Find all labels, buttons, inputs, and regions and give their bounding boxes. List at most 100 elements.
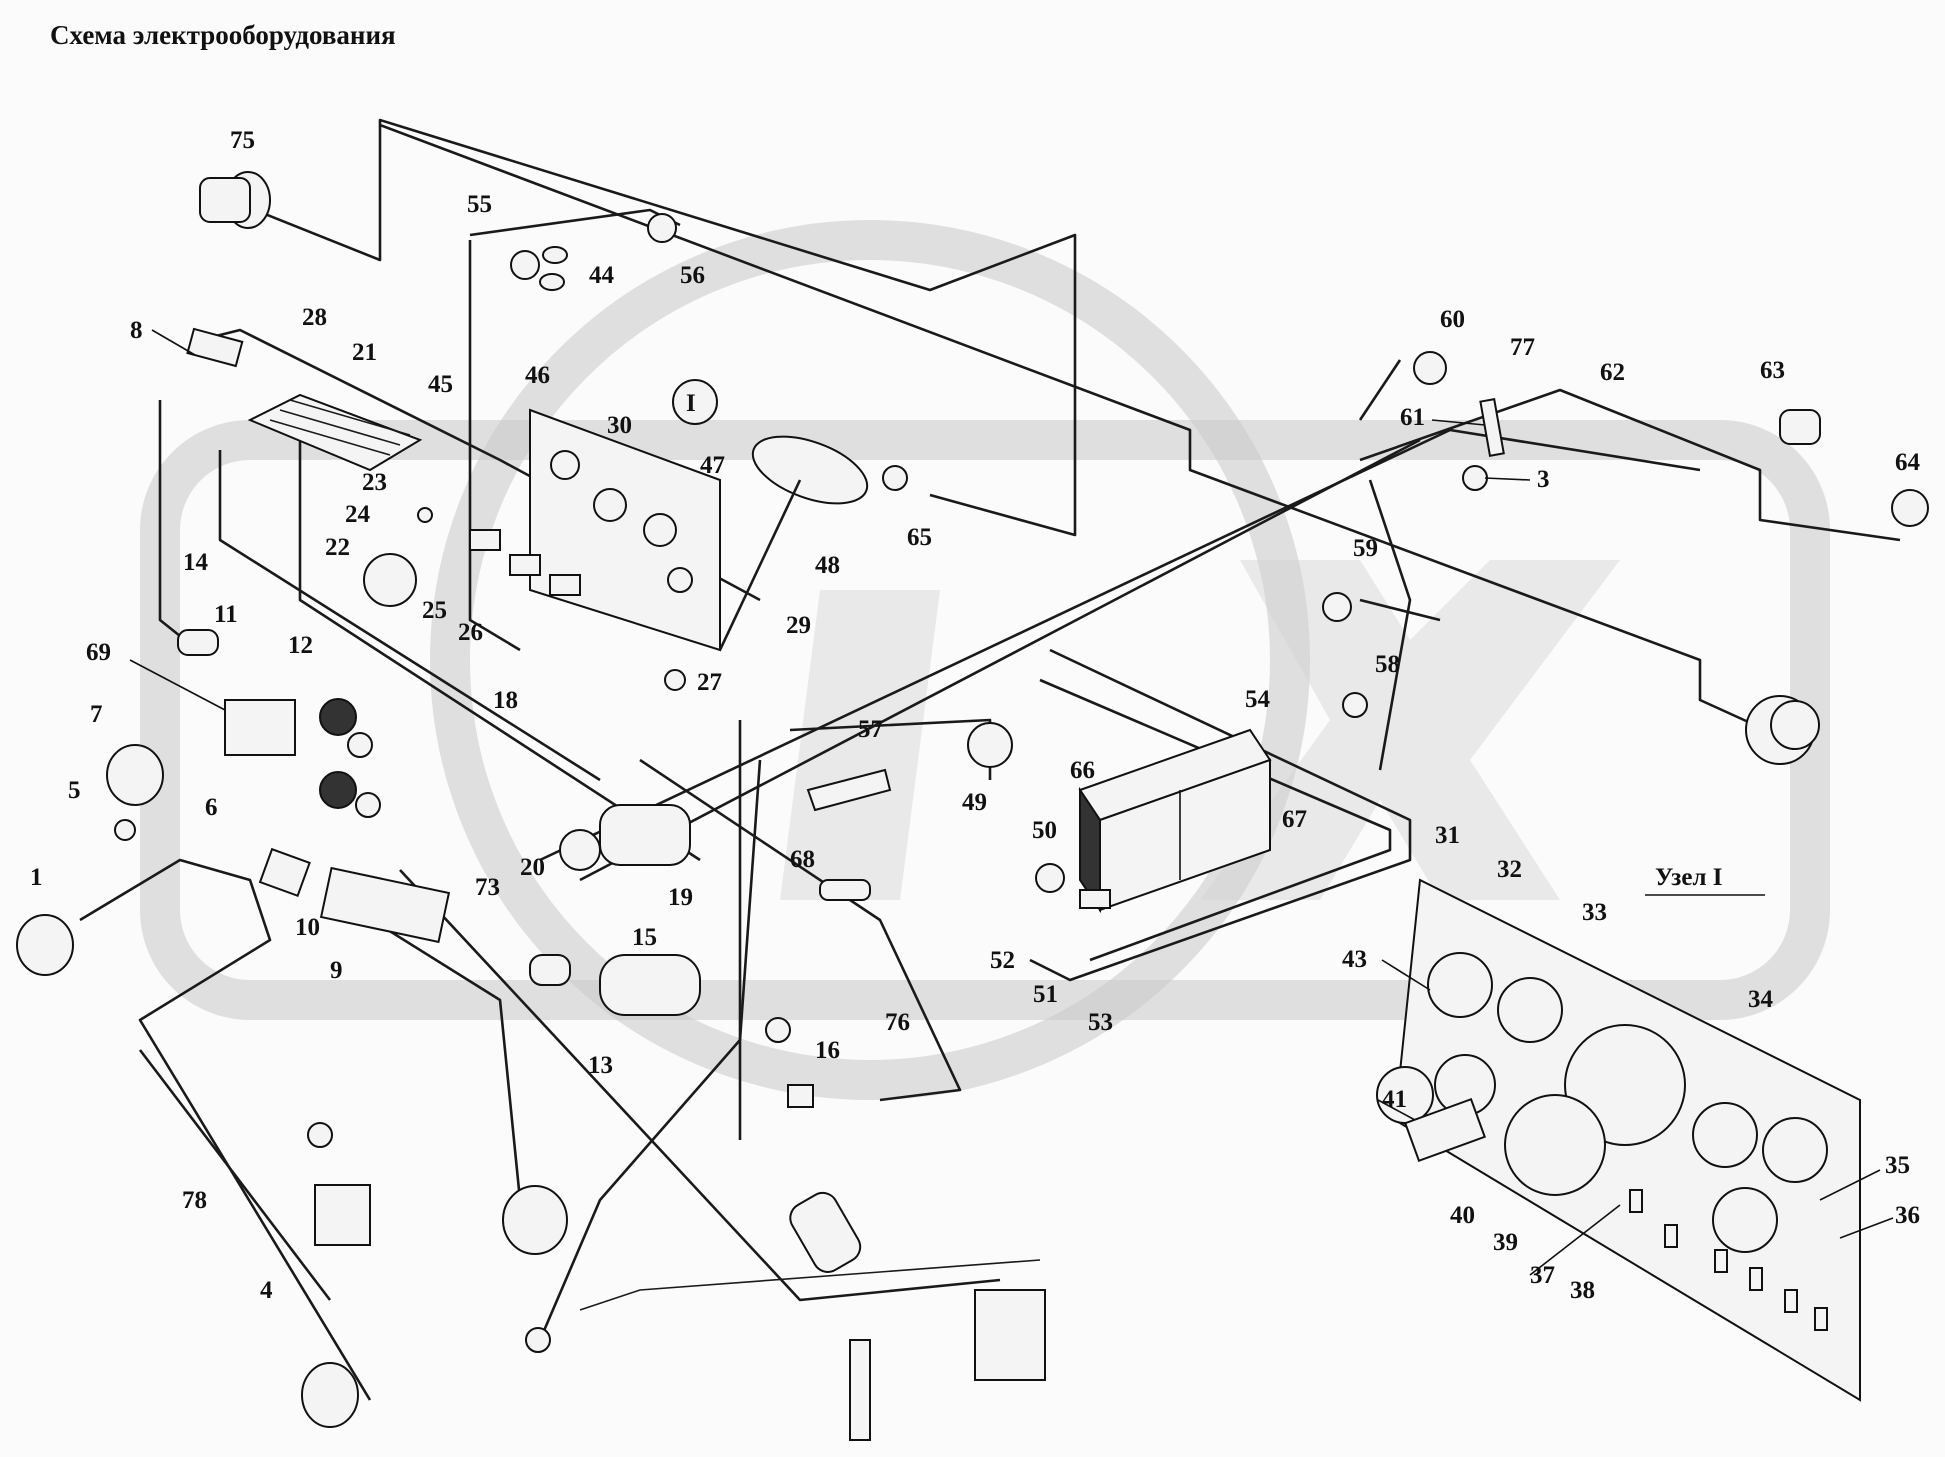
solenoid-assembly xyxy=(789,1191,1046,1441)
inset-panel xyxy=(1376,878,1861,1402)
connector-8 xyxy=(186,327,244,368)
switch-51 xyxy=(1079,889,1111,909)
label-4: 4 xyxy=(260,1277,273,1304)
lamp-7-right xyxy=(502,1185,568,1255)
sensor-68 xyxy=(819,879,871,901)
label-1: 1 xyxy=(30,864,43,891)
part-number-labels: 75 55 44 56 8 28 21 45 46 30 47 14 23 24… xyxy=(30,127,1921,1304)
label-40: 40 xyxy=(1450,1202,1475,1229)
fuse-61 xyxy=(1479,398,1505,457)
lamp-56 xyxy=(647,213,677,243)
label-46: 46 xyxy=(525,362,550,389)
label-52: 52 xyxy=(990,947,1015,974)
label-35: 35 xyxy=(1885,1152,1910,1179)
relay-4 xyxy=(314,1184,371,1246)
label-36: 36 xyxy=(1895,1202,1920,1229)
lamp-12-b xyxy=(355,792,381,818)
label-6: 6 xyxy=(205,794,218,821)
switch-3-right xyxy=(1462,465,1488,491)
label-31: 31 xyxy=(1435,822,1460,849)
fan-55 xyxy=(510,246,568,291)
lamp-5-right xyxy=(525,1327,551,1353)
label-19: 19 xyxy=(668,884,693,911)
lamp-1-right xyxy=(301,1362,359,1428)
label-60: 60 xyxy=(1440,306,1465,333)
label-12: 12 xyxy=(288,632,313,659)
label-54: 54 xyxy=(1245,686,1271,713)
label-30: 30 xyxy=(607,412,632,439)
diagram-title: Схема электрооборудования xyxy=(50,20,396,50)
connector-23 xyxy=(417,507,433,523)
label-13: 13 xyxy=(588,1052,613,1079)
label-45: 45 xyxy=(428,371,453,398)
label-27: 27 xyxy=(697,669,722,696)
label-76: 76 xyxy=(885,1009,910,1036)
label-69: 69 xyxy=(86,639,111,666)
label-34: 34 xyxy=(1748,986,1774,1013)
label-50: 50 xyxy=(1032,817,1057,844)
lamp-12-a xyxy=(347,732,373,758)
socket-22 xyxy=(363,553,417,607)
label-leaders xyxy=(129,329,1894,1276)
label-66: 66 xyxy=(1070,757,1095,784)
label-14: 14 xyxy=(183,549,209,576)
starter-15 xyxy=(599,954,701,1016)
label-20: 20 xyxy=(520,854,545,881)
label-75: 75 xyxy=(230,127,255,154)
steering-column xyxy=(718,435,869,651)
label-63: 63 xyxy=(1760,357,1785,384)
label-37: 37 xyxy=(1530,1262,1555,1289)
label-78: 78 xyxy=(182,1187,207,1214)
lamp-7-left xyxy=(106,744,164,806)
label-9: 9 xyxy=(330,957,343,984)
lamp-11-bottom xyxy=(529,954,571,986)
lamp-1-left xyxy=(16,914,74,976)
lamp-60 xyxy=(1413,351,1447,385)
lamp-75-left xyxy=(199,171,271,229)
label-11: 11 xyxy=(214,601,238,628)
relay-69 xyxy=(224,699,296,756)
label-26: 26 xyxy=(458,619,483,646)
lamp-12-top xyxy=(319,698,357,736)
inset-title: Узел I xyxy=(1655,864,1722,891)
switch-3-left xyxy=(307,1122,333,1148)
label-55: 55 xyxy=(467,191,492,218)
lamp-63 xyxy=(1779,409,1821,445)
label-29: 29 xyxy=(786,612,811,639)
switch-3-center xyxy=(765,1017,791,1043)
label-57: 57 xyxy=(858,716,883,743)
lamp-75-right xyxy=(1745,695,1820,765)
label-61: 61 xyxy=(1400,404,1425,431)
label-43: 43 xyxy=(1342,946,1367,973)
label-59: 59 xyxy=(1353,535,1378,562)
label-18: 18 xyxy=(493,687,518,714)
watermark-logo xyxy=(140,220,1830,1100)
lamp-12-bottom xyxy=(319,771,357,809)
label-77: 77 xyxy=(1510,334,1535,361)
label-16: 16 xyxy=(815,1037,840,1064)
label-10: 10 xyxy=(295,914,320,941)
dashboard-panel xyxy=(469,408,721,652)
part-57 xyxy=(806,768,892,812)
label-39: 39 xyxy=(1493,1229,1518,1256)
label-44: 44 xyxy=(589,262,615,289)
label-56: 56 xyxy=(680,262,705,289)
label-58: 58 xyxy=(1375,651,1400,678)
label-53: 53 xyxy=(1088,1009,1113,1036)
label-7: 7 xyxy=(90,701,103,728)
lamp-5-left xyxy=(114,819,136,841)
label-15: 15 xyxy=(632,924,657,951)
label-49: 49 xyxy=(962,789,987,816)
label-32: 32 xyxy=(1497,856,1522,883)
switch-58 xyxy=(1342,692,1368,718)
label-62: 62 xyxy=(1600,359,1625,386)
label-33: 33 xyxy=(1582,899,1607,926)
label-73: 73 xyxy=(475,874,500,901)
label-5: 5 xyxy=(68,777,81,804)
fuse-block-9 xyxy=(319,866,451,944)
label-25: 25 xyxy=(422,597,447,624)
motor-49 xyxy=(967,722,1013,768)
switch-16 xyxy=(787,1084,814,1108)
label-47: 47 xyxy=(700,452,725,479)
